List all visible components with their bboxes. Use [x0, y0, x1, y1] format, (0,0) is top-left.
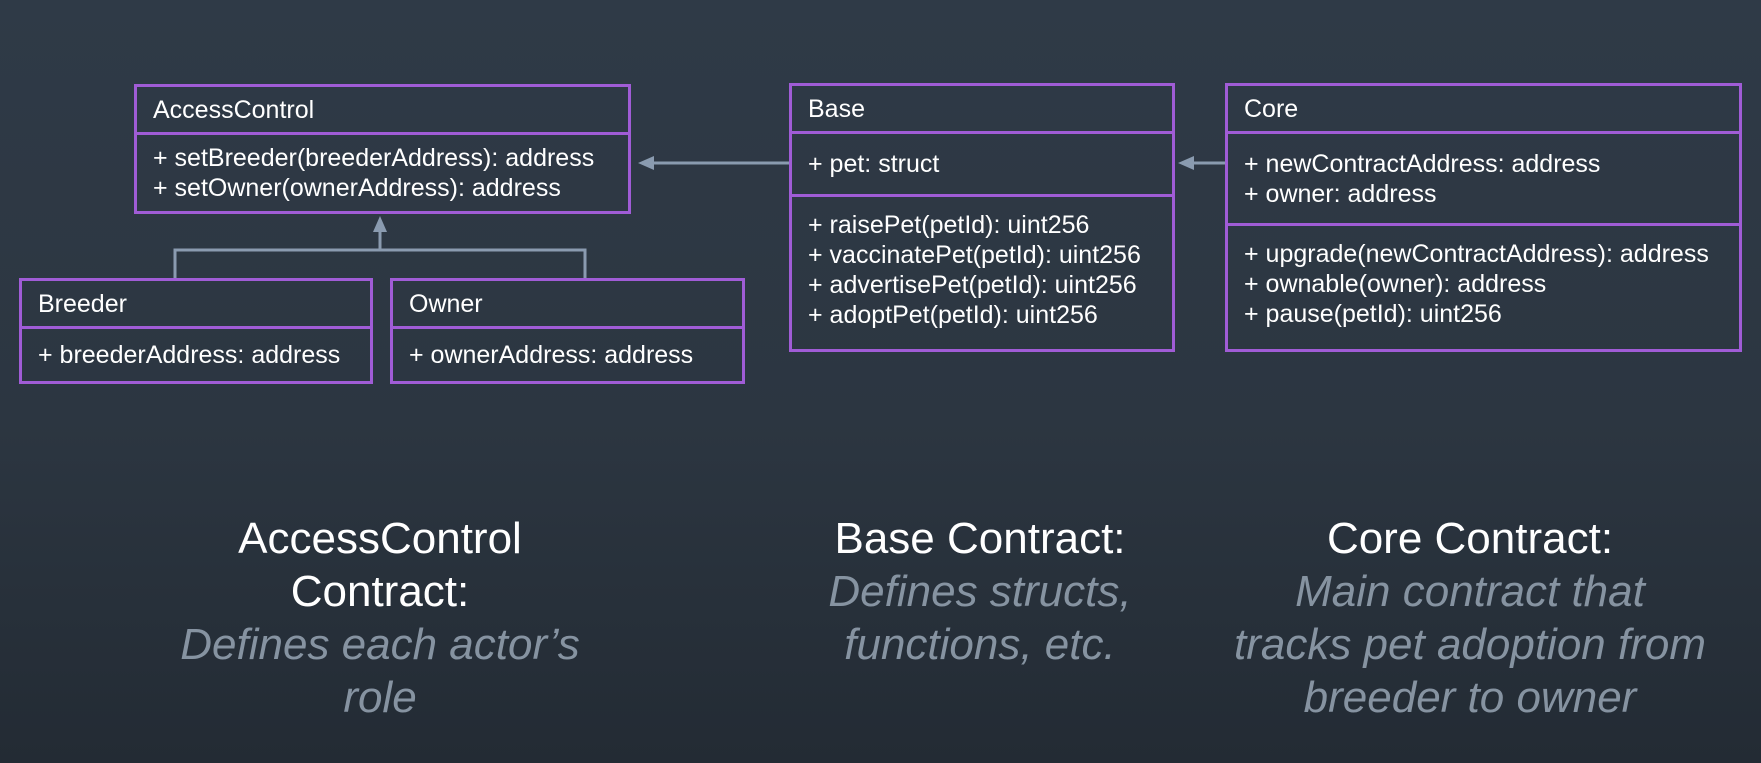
accesscontrol-class-name: AccessControl: [153, 95, 315, 124]
core-method: + pause(petId): uint256: [1244, 300, 1502, 328]
base-attributes-section: + pet: struct: [792, 134, 1172, 197]
core-method: + upgrade(newContractAddress): address: [1244, 240, 1709, 268]
inheritance-branch-line: [173, 248, 587, 278]
accesscontrol-methods-section: + setBreeder(breederAddress): address + …: [137, 135, 628, 211]
core-attribute: + owner: address: [1244, 179, 1437, 208]
base-method: + vaccinatePet(petId): uint256: [808, 241, 1141, 269]
core-method: + ownable(owner): address: [1244, 270, 1547, 298]
accesscontrol-caption: AccessControl Contract: Defines each act…: [160, 512, 600, 724]
accesscontrol-caption-description: role: [343, 673, 417, 722]
core-caption-title: Core Contract:: [1326, 514, 1614, 563]
owner-class-box: Owner + ownerAddress: address: [390, 278, 745, 384]
base-caption: Base Contract: Defines structs, function…: [780, 512, 1180, 671]
accesscontrol-method: + setOwner(ownerAddress): address: [153, 174, 561, 202]
breeder-attribute: + breederAddress: address: [38, 341, 341, 369]
core-attributes-section: + newContractAddress: address + owner: a…: [1228, 134, 1739, 226]
base-method: + advertisePet(petId): uint256: [808, 271, 1137, 299]
core-methods-section: + upgrade(newContractAddress): address +…: [1228, 226, 1739, 349]
core-attribute: + newContractAddress: address: [1244, 149, 1601, 178]
accesscontrol-name-section: AccessControl: [137, 87, 628, 135]
accesscontrol-class-box: AccessControl + setBreeder(breederAddres…: [134, 84, 631, 214]
base-name-section: Base: [792, 86, 1172, 134]
base-method: + raisePet(petId): uint256: [808, 211, 1090, 239]
owner-class-name: Owner: [409, 289, 483, 318]
core-caption-description: tracks pet adoption from: [1233, 620, 1706, 669]
core-caption-description: Main contract that: [1295, 567, 1645, 616]
accesscontrol-caption-title: Contract:: [290, 567, 470, 616]
core-class-name: Core: [1244, 94, 1299, 123]
base-attribute: + pet: struct: [808, 150, 940, 178]
owner-name-section: Owner: [393, 281, 742, 329]
arrowhead-base: [1178, 156, 1194, 170]
base-caption-title: Base Contract:: [834, 514, 1126, 563]
breeder-class-box: Breeder + breederAddress: address: [19, 278, 373, 384]
base-methods-section: + raisePet(petId): uint256 + vaccinatePe…: [792, 197, 1172, 349]
breeder-class-name: Breeder: [38, 289, 127, 318]
core-caption: Core Contract: Main contract that tracks…: [1210, 512, 1730, 724]
accesscontrol-caption-description: Defines each actor’s: [180, 620, 580, 669]
core-class-box: Core + newContractAddress: address + own…: [1225, 83, 1742, 352]
core-name-section: Core: [1228, 86, 1739, 134]
base-class-box: Base + pet: struct + raisePet(petId): ui…: [789, 83, 1175, 352]
breeder-name-section: Breeder: [22, 281, 370, 329]
arrowhead-accesscontrol: [638, 156, 654, 170]
base-class-name: Base: [808, 94, 865, 123]
owner-attributes-section: + ownerAddress: address: [393, 329, 742, 381]
accesscontrol-method: + setBreeder(breederAddress): address: [153, 144, 595, 172]
core-caption-description: breeder to owner: [1303, 673, 1637, 722]
accesscontrol-caption-title: AccessControl: [238, 514, 522, 563]
breeder-attributes-section: + breederAddress: address: [22, 329, 370, 381]
base-caption-description: Defines structs,: [828, 567, 1132, 616]
base-caption-description: functions, etc.: [844, 620, 1116, 669]
base-method: + adoptPet(petId): uint256: [808, 301, 1098, 329]
arrowhead-inheritance: [373, 216, 387, 232]
owner-attribute: + ownerAddress: address: [409, 341, 694, 369]
